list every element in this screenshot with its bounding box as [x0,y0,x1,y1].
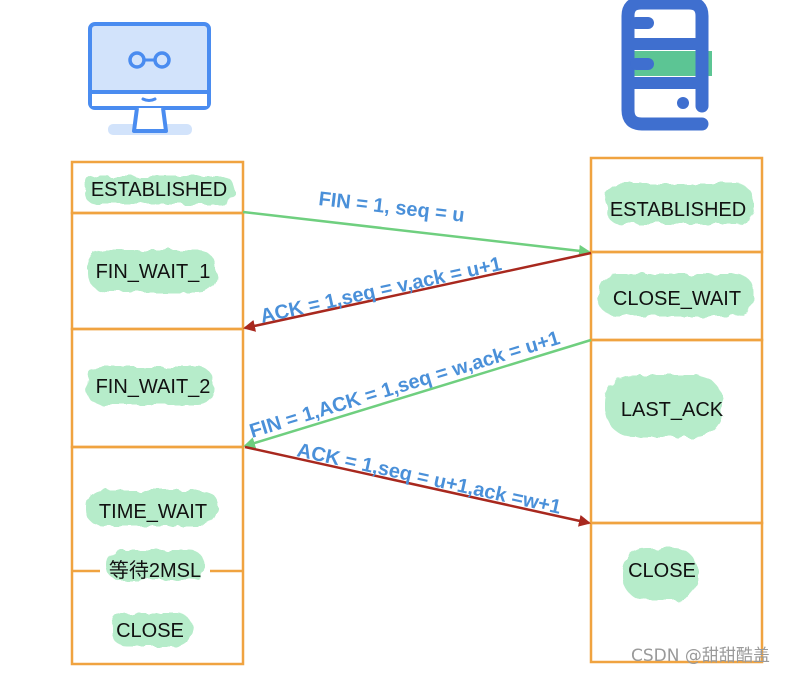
client-state-established: ESTABLISHED [91,179,227,201]
highlight-blob [106,550,204,580]
message-arrow-ack-2 [244,445,591,527]
client-state-fin-wait-2: FIN_WAIT_2 [96,376,211,398]
highlight-blob [598,274,754,316]
client-state-time-wait: TIME_WAIT [99,501,207,523]
client-wait-2msl-note: 等待2MSL [109,559,201,582]
server-state-established: ESTABLISHED [610,199,746,221]
message-label-fin-1: FIN = 1, seq = u [317,188,465,227]
server-state-close: CLOSE [628,560,696,582]
message-label-ack-1: ACK = 1,seq = v,ack = u+1 [258,253,503,328]
watermark: CSDN @甜甜酷盖 [631,646,770,666]
highlight-blob [86,490,218,526]
message-arrow-fin-2 [243,338,592,449]
client-state-fin-wait-1: FIN_WAIT_1 [96,261,211,283]
message-arrow-fin-1 [242,210,591,257]
highlight-blob [86,367,214,405]
highlight-blob [605,184,753,224]
highlight-blobs [84,176,754,647]
server-icon [621,0,712,131]
desktop-computer-icon [88,22,211,135]
client-box-time-wait [70,445,245,666]
client-state-column [70,160,245,666]
highlight-blob [84,176,234,204]
message-arrow-ack-1 [243,251,592,332]
server-state-column [589,156,764,664]
server-state-last-ack: LAST_ACK [621,399,724,421]
highlight-blob [88,250,216,292]
server-state-close-wait: CLOSE_WAIT [613,288,741,310]
client-state-close: CLOSE [116,620,184,642]
message-label-ack-2: ACK = 1,seq = u+1,ack =w+1 [295,439,563,518]
highlight-blob [605,375,723,437]
highlight-blob [622,548,698,600]
highlight-blob [112,613,192,647]
server-box-close [589,521,764,664]
message-label-fin-2: FIN = 1,ACK = 1,seq = w,ack = u+1 [247,327,563,443]
